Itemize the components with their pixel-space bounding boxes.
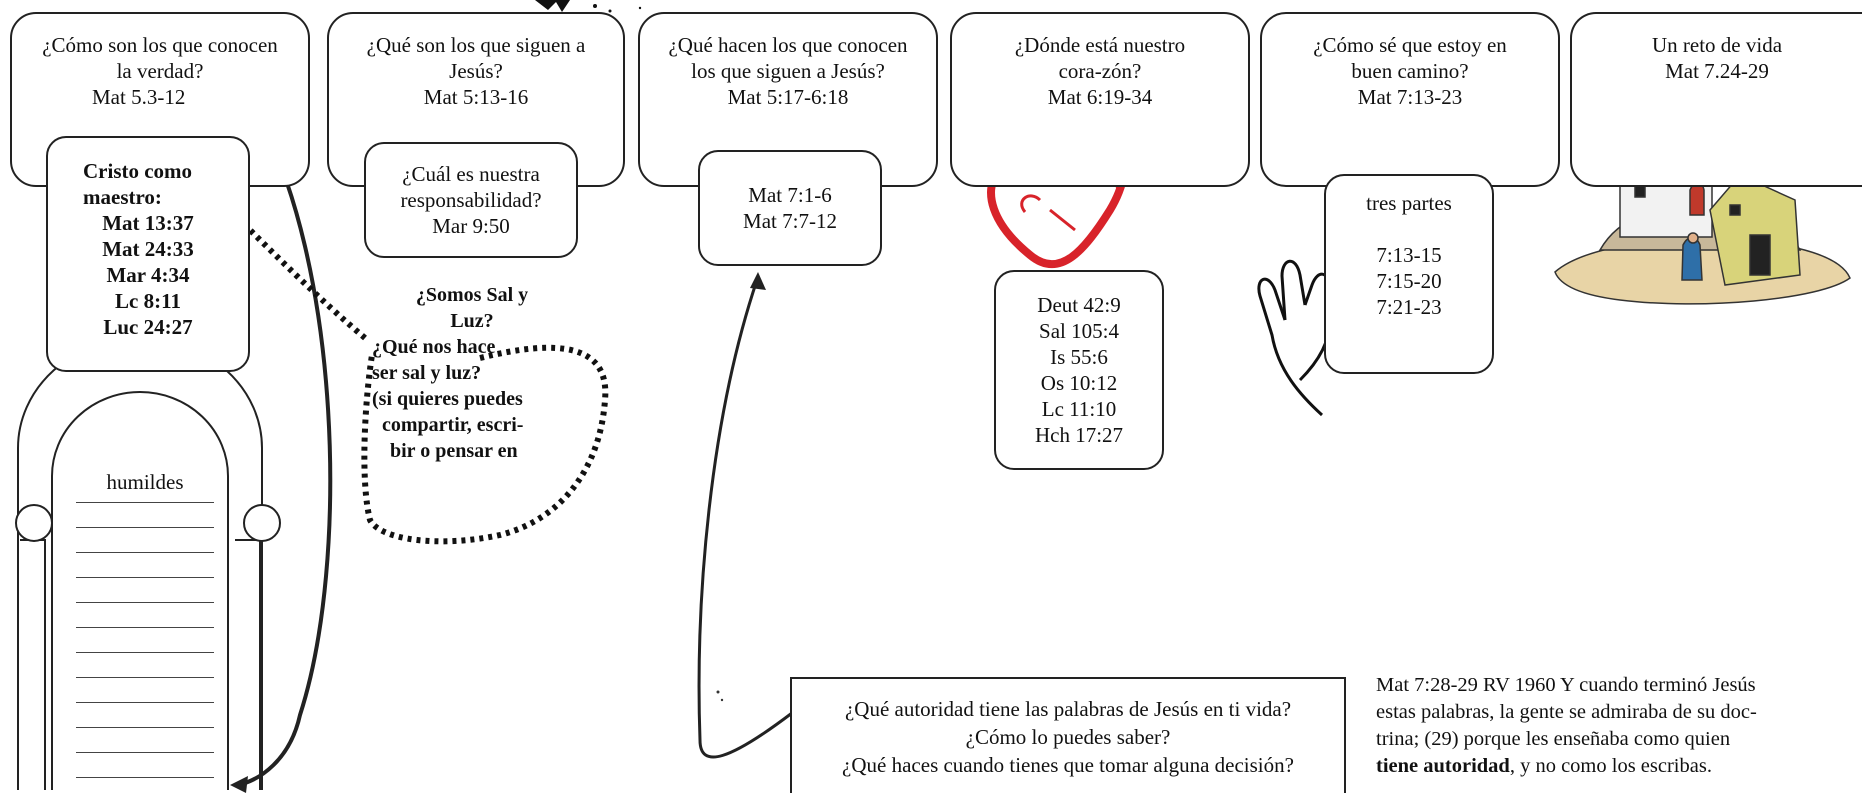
top-box-1-question: ¿Cómo son los que conocen la verdad? <box>42 33 278 83</box>
teacher-ref-3: Mar 4:34 <box>106 263 190 287</box>
salt-light-line-5: (si quieres puedes <box>372 388 523 410</box>
arrow-head-left-bottom <box>230 776 248 793</box>
heart-ref-6: Hch 17:27 <box>1034 423 1124 447</box>
writing-line <box>76 502 214 503</box>
quote-tail: , y no como los escribas. <box>1509 755 1712 777</box>
writing-line <box>76 777 214 778</box>
authority-line-3: ¿Qué haces cuando tienes que tomar algun… <box>842 753 1294 777</box>
three-parts-title: tres partes <box>1366 191 1452 215</box>
writing-line <box>76 527 214 528</box>
heart-ref-2: Sal 105:4 <box>1039 319 1119 343</box>
top-box-2-question: ¿Qué son los que siguen a Jesús? <box>366 33 586 83</box>
quote-line-1: Mat 7:28-29 RV 1960 Y cuando terminó Jes… <box>1376 674 1756 696</box>
top-box-3-question: ¿Qué hacen los que conocen los que sigue… <box>668 33 908 83</box>
heart-ref-5: Lc 11:10 <box>1041 397 1117 421</box>
writing-line <box>76 602 214 603</box>
arch-illustration <box>15 337 281 790</box>
top-box-5-question: ¿Cómo sé que estoy en buen camino? <box>1313 33 1507 83</box>
heart-ref-3: Is 55:6 <box>1050 345 1108 369</box>
writing-lines <box>76 502 214 802</box>
authority-line-2: ¿Cómo lo puedes saber? <box>965 725 1171 749</box>
heart-refs-box: Deut 42:9 Sal 105:4 Is 55:6 Os 10:12 Lc … <box>994 270 1164 470</box>
title-scribble-fragment <box>535 0 642 13</box>
quote-line-2: estas palabras, la gente se admiraba de … <box>1376 701 1757 723</box>
three-parts-ref-1: 7:13-15 <box>1376 243 1442 267</box>
teacher-ref-2: Mat 24:33 <box>102 237 194 261</box>
salt-light-line-7: bir o pensar en <box>390 440 518 462</box>
writing-line <box>76 627 214 628</box>
writing-line <box>76 752 214 753</box>
top-box-6: Un reto de vida Mat 7.24-29 <box>1570 12 1862 187</box>
responsibility-ref: Mar 9:50 <box>432 214 510 238</box>
writing-line <box>76 677 214 678</box>
top-box-6-ref: Mat 7.24-29 <box>1665 59 1769 83</box>
dotted-arrow <box>222 202 367 341</box>
teacher-ref-5: Luc 24:27 <box>103 315 193 339</box>
curved-arrow-center <box>697 279 793 759</box>
responsibility-box: ¿Cuál es nuestra responsabilidad? Mar 9:… <box>364 142 578 258</box>
salt-light-line-1: ¿Somos Sal y <box>415 284 529 306</box>
heart-ref-1: Deut 42:9 <box>1037 293 1121 317</box>
top-box-6-question: Un reto de vida <box>1651 33 1783 57</box>
top-box-3-ref: Mat 5:17-6:18 <box>727 85 849 109</box>
arch-label: humildes <box>106 470 184 494</box>
teacher-title: Cristo como maestro: <box>83 159 193 209</box>
salt-light-line-4: ser sal y luz? <box>372 362 482 384</box>
mat7-box: Mat 7:1-6 Mat 7:7-12 <box>698 150 882 266</box>
top-box-4: ¿Dónde está nuestro cora-zón? Mat 6:19-3… <box>950 12 1250 187</box>
teacher-ref-1: Mat 13:37 <box>102 211 194 235</box>
top-box-4-ref: Mat 6:19-34 <box>1047 85 1153 109</box>
top-box-4-question: ¿Dónde está nuestro cora-zón? <box>1014 33 1186 83</box>
dotted-thought-outline <box>361 344 609 545</box>
mat7-ref-1: Mat 7:1-6 <box>748 183 832 207</box>
quote-bold-phrase: tiene autoridad <box>1376 755 1510 777</box>
teacher-box: Cristo como maestro: Mat 13:37 Mat 24:33… <box>46 136 250 372</box>
writing-line <box>76 727 214 728</box>
mat7-ref-2: Mat 7:7-12 <box>743 209 837 233</box>
teacher-ref-4: Lc 8:11 <box>115 289 181 313</box>
top-box-2-ref: Mat 5:13-16 <box>423 85 529 109</box>
writing-line <box>76 652 214 653</box>
top-box-5-ref: Mat 7:13-23 <box>1357 85 1463 109</box>
salt-light-line-3: ¿Qué nos hace <box>372 336 496 358</box>
responsibility-question: ¿Cuál es nuestra responsabilidad? <box>400 162 542 212</box>
salt-light-line-2: Luz? <box>450 310 494 332</box>
three-parts-ref-2: 7:15-20 <box>1376 269 1442 293</box>
authority-line-1: ¿Qué autoridad tiene las palabras de Jes… <box>844 697 1292 721</box>
quote-line-3: trina; (29) porque les enseñaba como qui… <box>1376 728 1731 750</box>
writing-line <box>76 702 214 703</box>
scripture-quote: Mat 7:28-29 RV 1960 Y cuando terminó Jes… <box>1376 672 1862 780</box>
salt-light-text: ¿Somos Sal y Luz? ¿Qué nos hace ser sal … <box>372 282 572 464</box>
writing-line <box>76 552 214 553</box>
three-parts-box: tres partes 7:13-15 7:15-20 7:21-23 <box>1324 174 1494 374</box>
writing-line <box>76 577 214 578</box>
top-box-5: ¿Cómo sé que estoy en buen camino? Mat 7… <box>1260 12 1560 187</box>
heart-ref-4: Os 10:12 <box>1040 371 1118 395</box>
quote-line-4: tiene autoridad, y no como los escribas. <box>1376 753 1862 780</box>
arrow-head-up-center <box>750 272 766 290</box>
curved-arrow-left <box>237 109 333 787</box>
authority-box: ¿Qué autoridad tiene las palabras de Jes… <box>790 677 1346 793</box>
salt-light-line-6: compartir, escri- <box>382 414 524 436</box>
top-box-1-ref: Mat 5.3-12 <box>92 85 186 109</box>
three-parts-ref-3: 7:21-23 <box>1376 295 1442 319</box>
